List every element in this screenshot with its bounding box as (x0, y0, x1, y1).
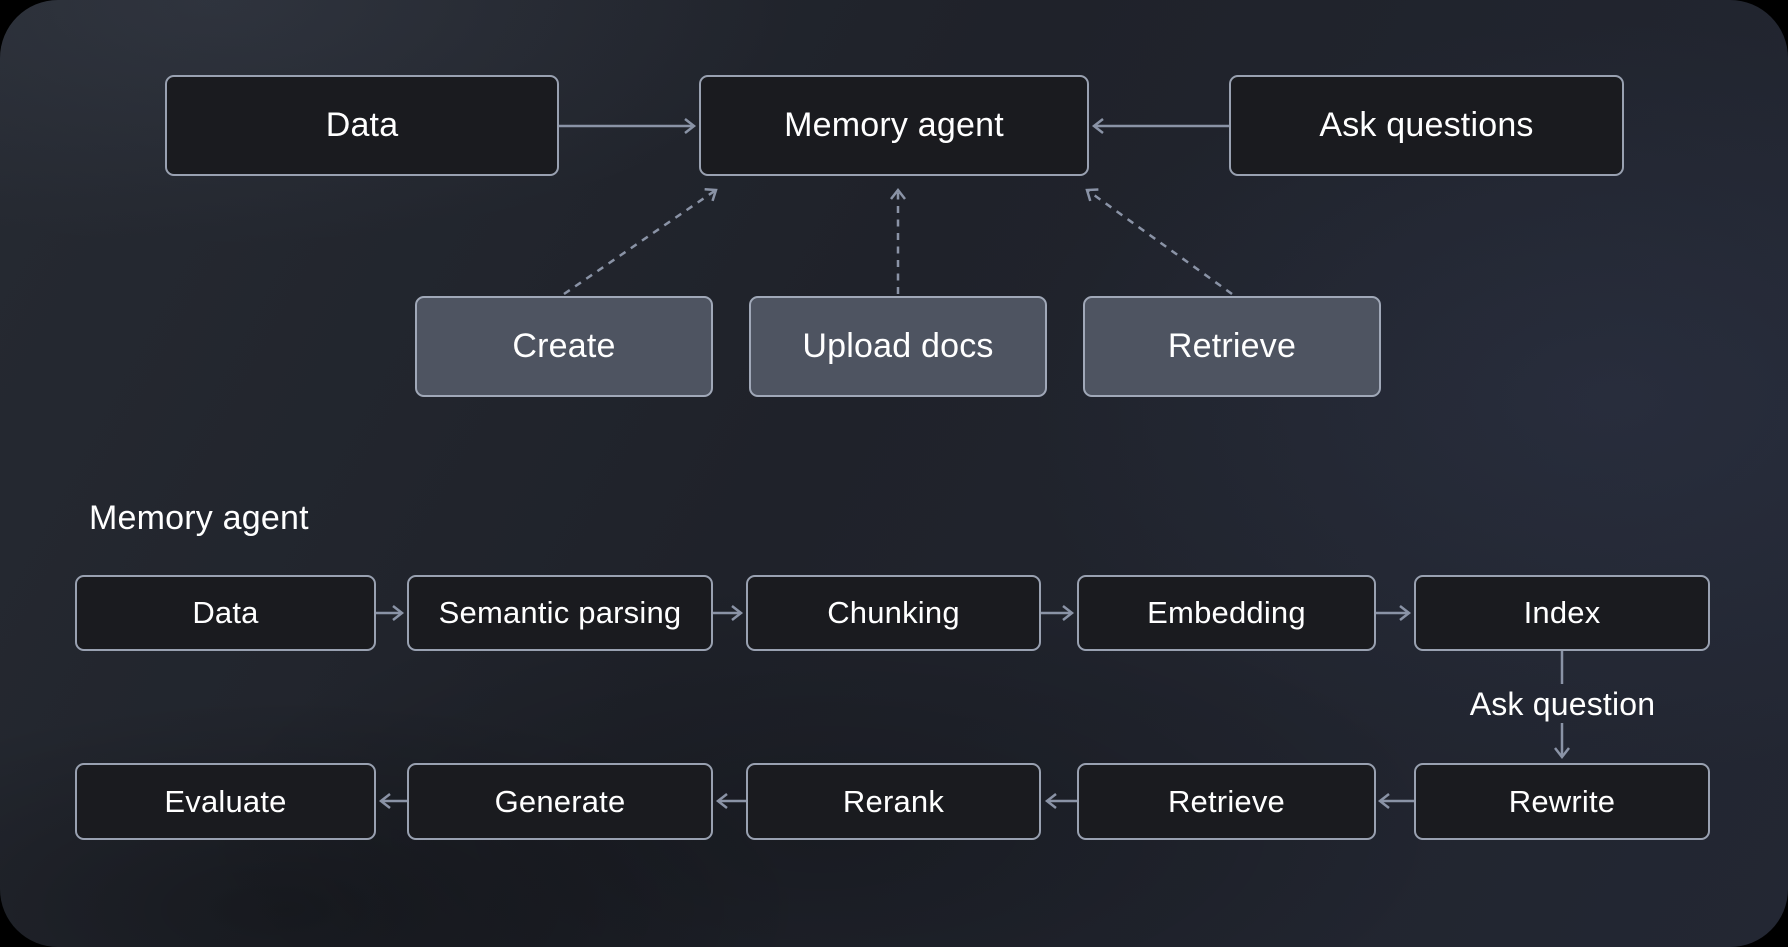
node-label: Data (192, 595, 259, 630)
node-label: Create (512, 327, 616, 365)
node-ask-questions: Ask questions (1229, 75, 1624, 176)
node-label: Embedding (1147, 595, 1306, 630)
node-evaluate: Evaluate (75, 763, 376, 840)
node-label: Index (1523, 595, 1601, 630)
node-memory-agent: Memory agent (699, 75, 1089, 176)
node-embedding: Embedding (1077, 575, 1376, 651)
node-pipeline-retrieve: Retrieve (1077, 763, 1376, 840)
node-label: Generate (494, 783, 626, 819)
node-label: Rerank (842, 783, 945, 819)
node-label: Data (325, 106, 399, 144)
node-retrieve: Retrieve (1083, 296, 1381, 397)
pipeline-section-title: Memory agent (89, 499, 309, 537)
edge-retrieve-to-memory-agent (1085, 188, 1233, 296)
node-label: Memory agent (784, 106, 1004, 144)
node-create: Create (415, 296, 713, 397)
node-chunking: Chunking (746, 575, 1041, 651)
node-label: Ask questions (1319, 106, 1534, 144)
node-semantic-parsing: Semantic parsing (407, 575, 713, 651)
edge-label-ask-question: Ask question (1469, 686, 1656, 722)
node-label: Retrieve (1167, 327, 1297, 365)
node-label: Upload docs (802, 327, 994, 365)
node-label: Retrieve (1167, 783, 1286, 819)
node-label: Evaluate (164, 783, 287, 819)
node-upload-docs: Upload docs (749, 296, 1047, 397)
edge-create-to-memory-agent (563, 188, 718, 296)
node-label: Chunking (827, 595, 960, 630)
node-rewrite: Rewrite (1414, 763, 1710, 840)
node-index: Index (1414, 575, 1710, 651)
node-generate: Generate (407, 763, 713, 840)
node-rerank: Rerank (746, 763, 1041, 840)
node-label: Semantic parsing (438, 595, 682, 630)
node-label: Rewrite (1508, 783, 1616, 819)
node-pipeline-data: Data (75, 575, 376, 651)
node-data-source: Data (165, 75, 559, 176)
